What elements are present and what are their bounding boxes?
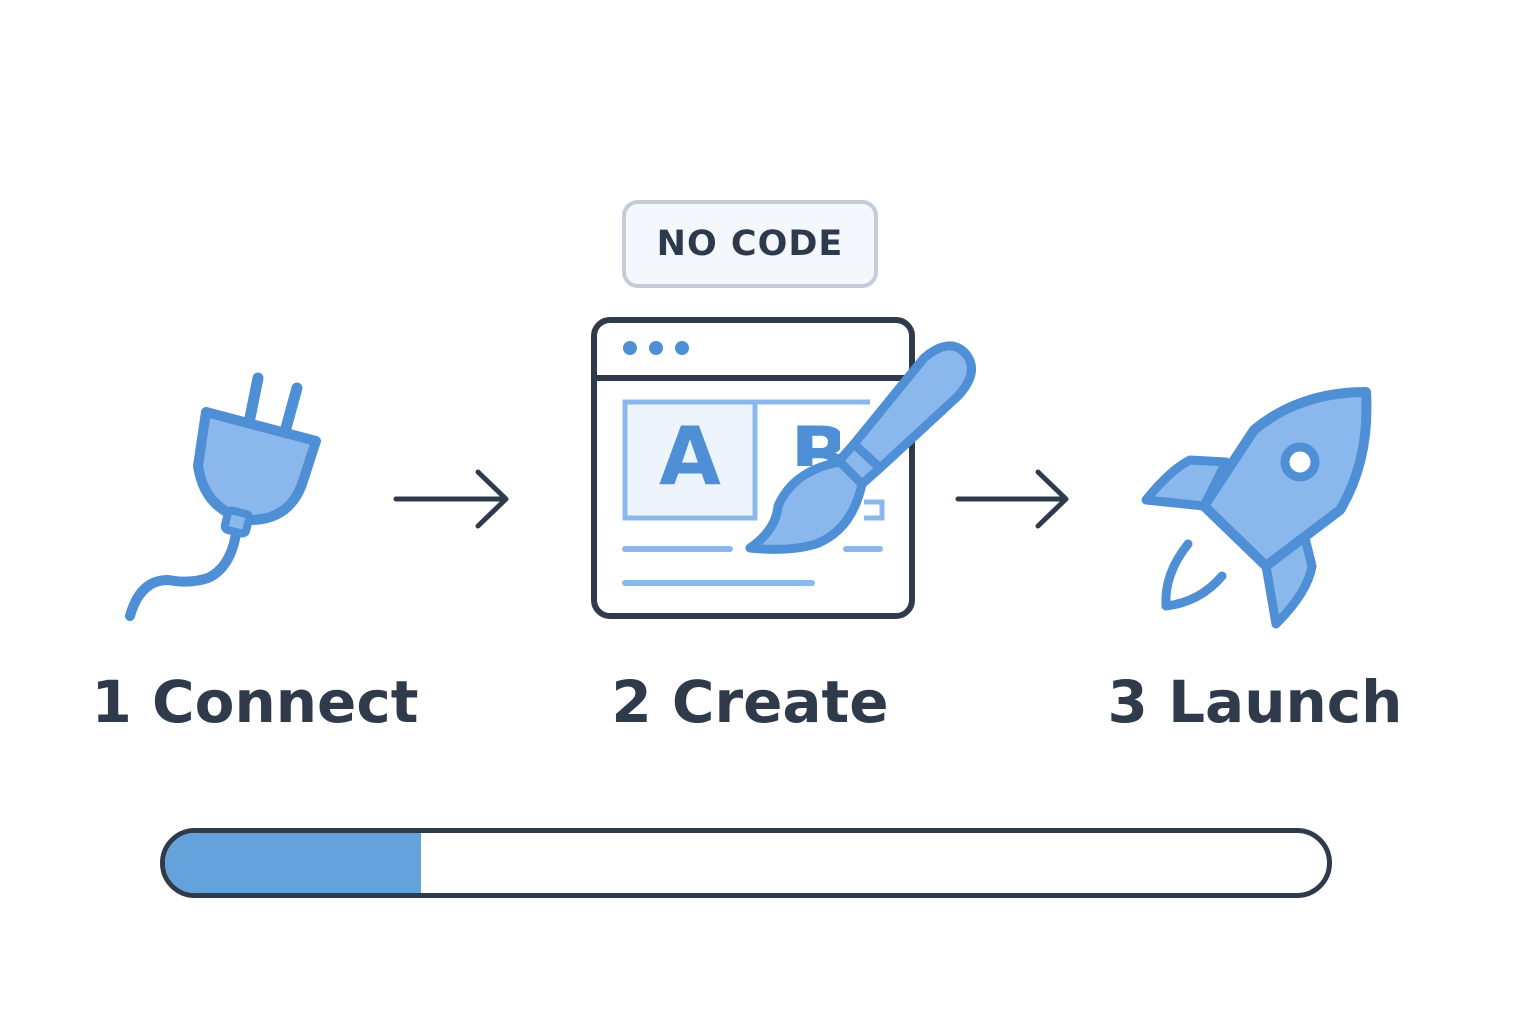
step-label-launch: 3 Launch	[1107, 668, 1403, 736]
progress-bar-fill	[165, 833, 421, 893]
progress-bar	[160, 828, 1332, 898]
no-code-badge-label: NO CODE	[656, 224, 844, 264]
step-label-create: 2 Create	[611, 668, 889, 736]
step-label-connect: 1 Connect	[91, 668, 419, 736]
editor-letter-a: A	[659, 410, 721, 503]
no-code-badge: NO CODE	[622, 200, 878, 288]
editor-letter-b: B	[790, 412, 840, 466]
